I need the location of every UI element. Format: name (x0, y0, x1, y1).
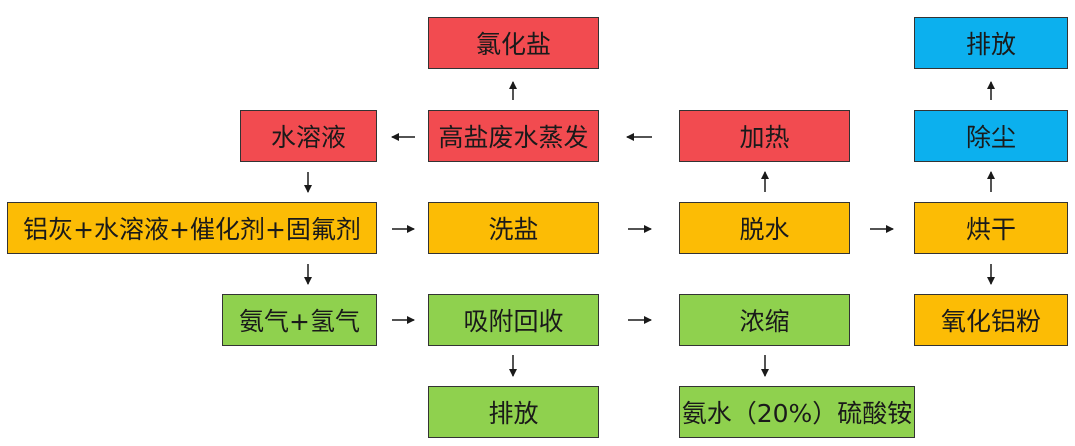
node-dehydration: 脱水 (679, 202, 850, 254)
node-discharge-bottom: 排放 (428, 386, 599, 438)
node-adsorption-recovery: 吸附回收 (428, 294, 599, 346)
node-high-salt-evaporation: 高盐废水蒸发 (428, 110, 599, 162)
node-heating: 加热 (679, 110, 850, 162)
node-salt-washing: 洗盐 (428, 202, 599, 254)
node-chloride-salt: 氯化盐 (428, 17, 599, 69)
node-concentration: 浓缩 (679, 294, 850, 346)
node-ammonium-sulfate: 氨水（20%）硫酸铵 (679, 386, 915, 438)
node-discharge-top: 排放 (914, 17, 1068, 69)
node-alumina-powder: 氧化铝粉 (914, 294, 1068, 346)
node-ammonia-hydrogen: 氨气+氢气 (222, 294, 377, 346)
node-drying: 烘干 (914, 202, 1068, 254)
node-dust-removal: 除尘 (914, 110, 1068, 162)
node-feed-mix: 铝灰+水溶液+催化剂+固氟剂 (7, 202, 377, 254)
node-aqueous-solution: 水溶液 (240, 110, 377, 162)
